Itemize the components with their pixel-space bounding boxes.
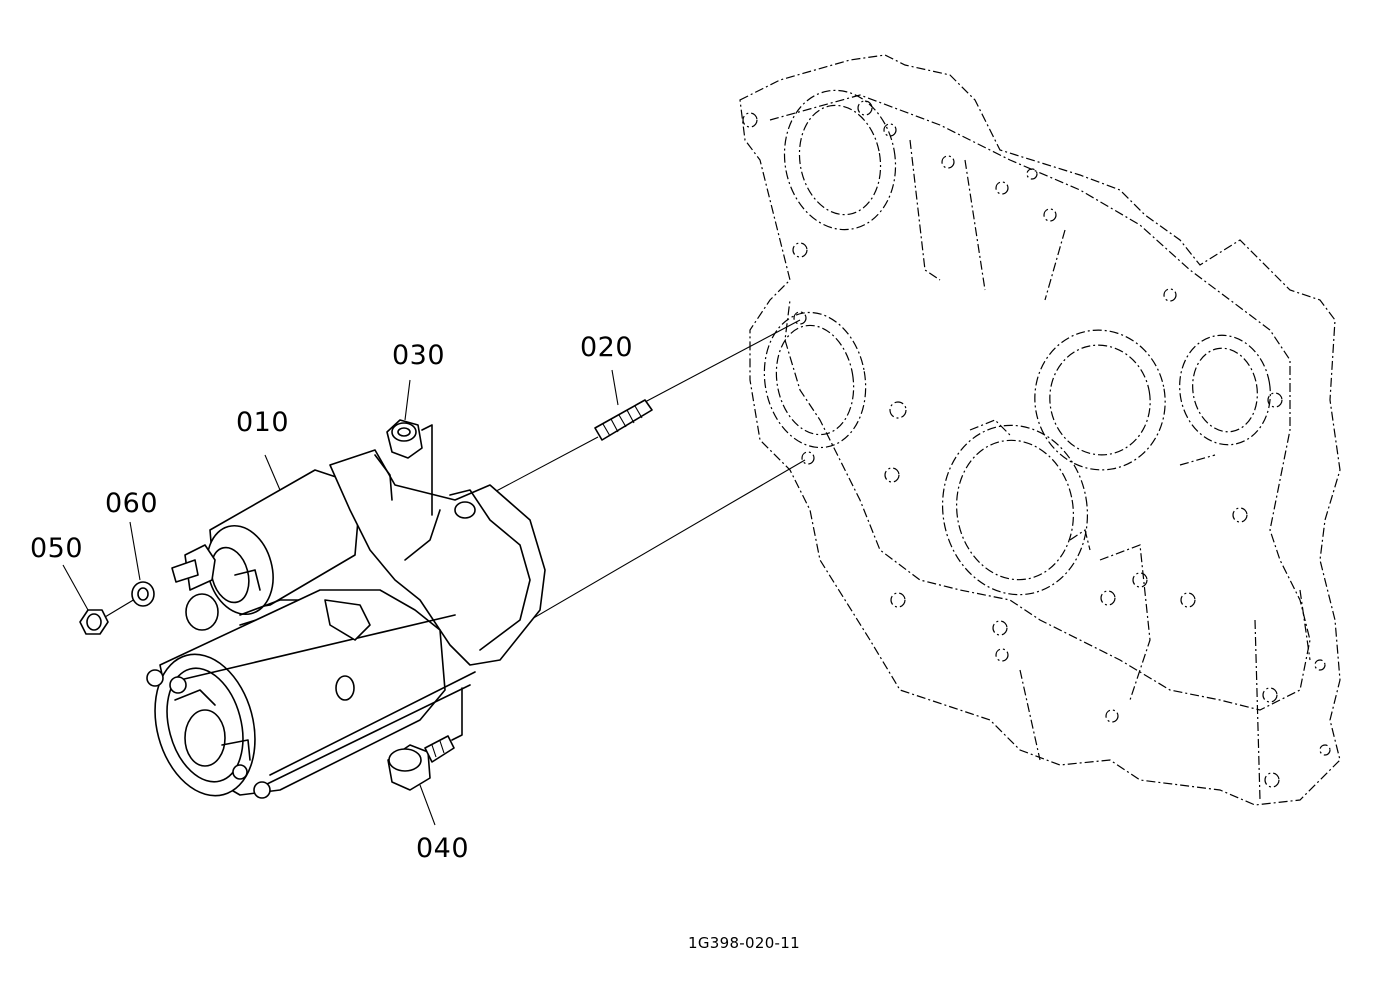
gear-case-housing bbox=[739, 54, 1341, 806]
callout-020[interactable]: 020 bbox=[580, 332, 634, 363]
callout-030[interactable]: 030 bbox=[392, 340, 446, 371]
flange-nut bbox=[386, 419, 433, 516]
callout-060[interactable]: 060 bbox=[105, 488, 159, 519]
lock-washer bbox=[131, 581, 155, 607]
hex-nut bbox=[79, 609, 109, 635]
starter-motor bbox=[146, 449, 546, 799]
drawing-number: 1G398-020-11 bbox=[688, 934, 800, 952]
callout-010[interactable]: 010 bbox=[236, 407, 290, 438]
callout-040[interactable]: 040 bbox=[416, 833, 470, 864]
leader-lines bbox=[62, 369, 619, 826]
stud-bolt bbox=[594, 399, 653, 441]
callout-050[interactable]: 050 bbox=[30, 533, 84, 564]
flange-bolt bbox=[387, 687, 463, 791]
